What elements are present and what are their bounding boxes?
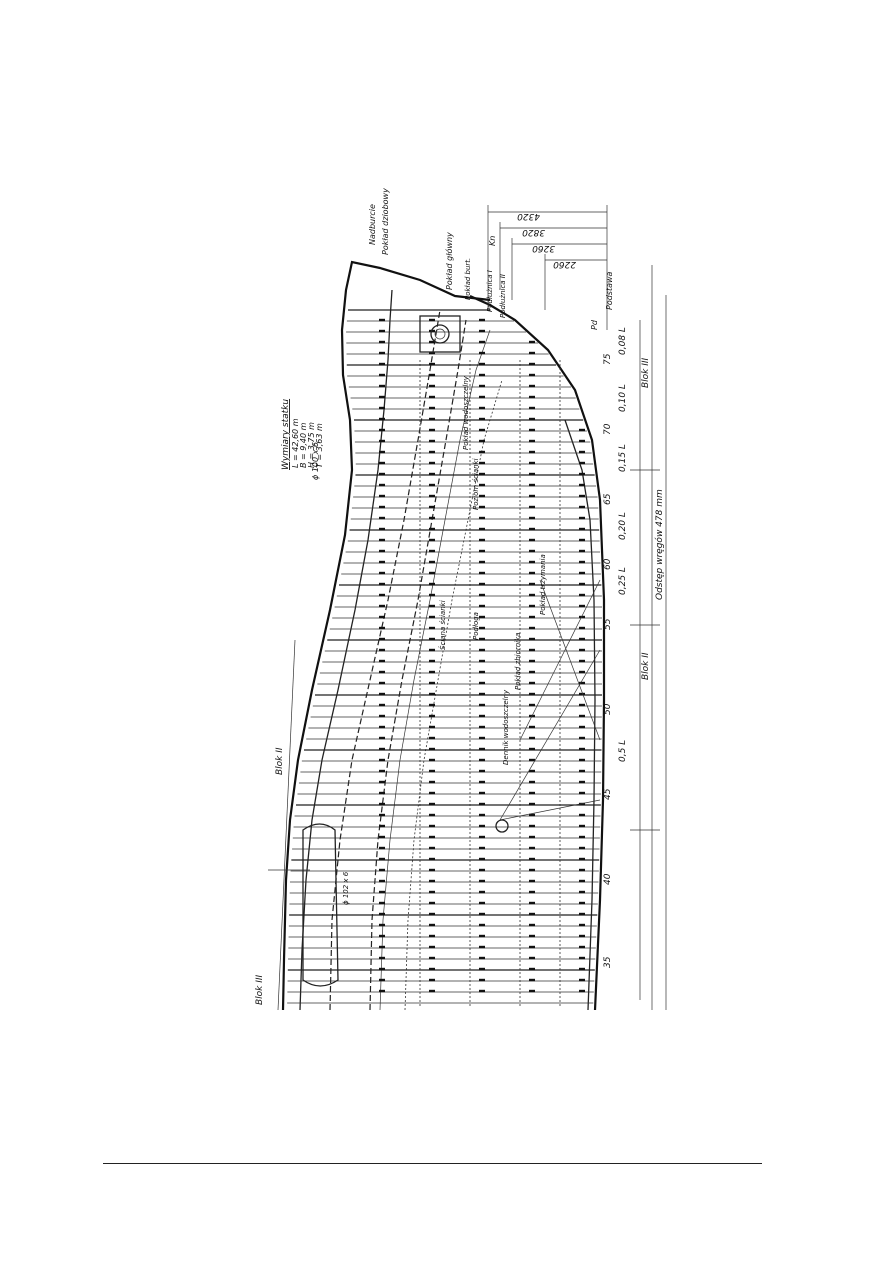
block-label-right-top: Blok III [641,357,651,388]
spacing-020L: 0,20 L [618,512,628,540]
label-nadburcie: Nadburcie [368,204,377,245]
left-block-label: Blok III [255,974,265,1005]
top-dimensions: 4320 3820 3260 2260 Kn [487,205,608,330]
hawse-pipe [430,324,450,344]
label-podstawa: Podstawa [605,271,614,310]
label-poklad-dziobowy: Pokład dziobowy [381,188,390,255]
top-block-label: Blok II [275,747,285,775]
block-label-right-mid: Blok II [641,652,651,680]
spacing-025L: 0,25 L [618,567,628,595]
deck-label-7: Dennik wodoszczelny [502,689,510,765]
keel-line [469,294,606,1011]
frame-number: 70 [603,423,613,435]
frame-number: 65 [603,493,613,505]
frame-number: 40 [603,873,613,885]
frame-number: 35 [603,956,613,968]
dim-3820: 3820 [522,227,545,237]
callout-T: T = 3,63 m [315,423,324,468]
deck-label-5: Ściana ścianki [438,600,447,650]
spacing-008L: 0,08 L [618,327,628,355]
plate-mark-mid: ϕ 102 x 6 [342,871,350,905]
diagonal-brace-3 [519,579,601,741]
spacing-010L: 0,10 L [618,384,628,412]
deck-label-3: Pokład trzymania [539,554,547,615]
deck-line-3 [379,329,491,1011]
spacing-015L: 0,15 L [618,444,628,472]
label-podluznica-2: Podłużnica II [499,274,507,318]
diagonal-brace-4 [539,579,601,741]
deck-annotations: Poziom ścianki Podłoga Pokład trzymania … [438,375,547,765]
ship-dimensions-callout: Wymiary statku L = 42,60 m B = 9,40 m H … [281,399,324,470]
left-annotations: Blok II Blok III ϕ 100 x 6 ϕ 102 x 6 [255,442,350,1011]
anchor-pocket [419,315,461,353]
longitudinal-lines [419,360,561,1008]
diagonal-brace-2 [499,799,601,821]
manhole [495,819,509,833]
callout-H: H = 3,75 m [307,422,316,468]
dim-4320: 4320 [517,211,540,221]
hull-inner-outline [299,289,393,1011]
dim-kn: Kn [488,236,497,246]
right-dimension-rails: Odstęp wręgów 478 mm Blok III Blok II [630,265,667,1010]
callout-B: B = 9,40 m [299,422,308,468]
frame-number: 55 [603,618,613,630]
callout-title: Wymiary statku [281,399,291,470]
hawse-pipe-inner [434,328,446,340]
frame-number: 45 [603,788,613,800]
label-poklad-glowny: Pokład główny [444,232,454,290]
deck-label-4: Pokład zbiornika [514,633,522,690]
label-pd: Pd [590,319,599,330]
dim-2260: 2260 [553,259,576,269]
label-podluznica-1: Podłużnica I [486,270,494,312]
hull-outline [281,260,491,1011]
frame-numbers: 35 40 45 50 55 60 65 70 75 [603,353,613,968]
station-labels: Nadburcie Pokład dziobowy Pokład główny … [368,188,614,330]
frame-number: 50 [603,703,613,715]
frame-lines [287,309,602,1004]
frame-spacings: 0,5 L 0,25 L 0,20 L 0,15 L 0,10 L 0,08 L [618,327,628,762]
diagonal-brace-1 [499,649,601,821]
plate-mark-top: ϕ 100 x 6 [311,442,320,480]
label-poklad-burt: Pokład burt. [464,258,472,300]
spacing-05L: 0,5 L [618,740,628,762]
frame-number: 75 [603,353,613,365]
footer-rule [103,1163,762,1164]
deck-opening [302,823,339,987]
deck-label-2: Podłoga [472,612,480,640]
callout-L: L = 42,60 m [291,418,300,468]
frame-number: 60 [603,558,613,570]
keel-inner-line [564,419,596,1011]
main-dimension: Odstęp wręgów 478 mm [654,489,665,600]
deck-label-1: Poziom ścianki [472,458,480,510]
dim-3260: 3260 [532,243,555,253]
deck-label-6: Pokład wodoszczelny [462,375,470,450]
